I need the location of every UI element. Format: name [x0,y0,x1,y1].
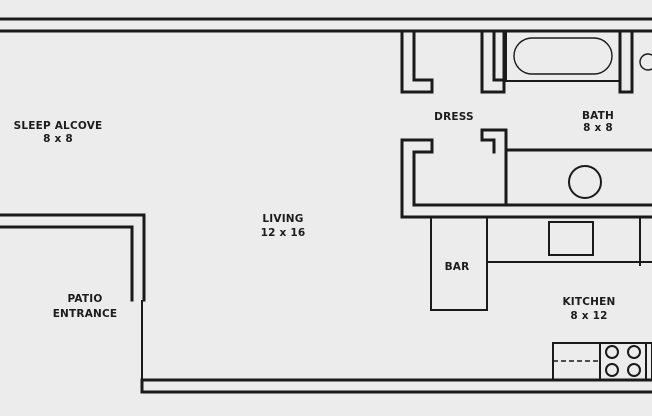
dress-closet-top [400,29,506,94]
sleep-alcove-label: SLEEP ALCOVE [14,120,103,132]
dress-closet-bottom [400,128,652,219]
bath-fixtures [505,29,652,199]
kitchen-label: KITCHEN [562,296,615,308]
bath-label: BATH [582,110,614,122]
kitchen-size: 8 x 12 [570,310,607,322]
patio-label-line1: PATIO [67,293,102,305]
bar-counter [430,216,488,311]
kitchen-counters [487,217,652,381]
bath-size: 8 x 8 [583,122,613,134]
living-size: 12 x 16 [261,227,306,239]
dress-label: DRESS [434,111,474,123]
patio-label-line2: ENTRANCE [53,308,118,320]
sleep-alcove-size: 8 x 8 [43,133,73,145]
patio-wall [0,213,146,380]
living-label: LIVING [262,213,303,225]
bar-label: BAR [445,261,470,273]
